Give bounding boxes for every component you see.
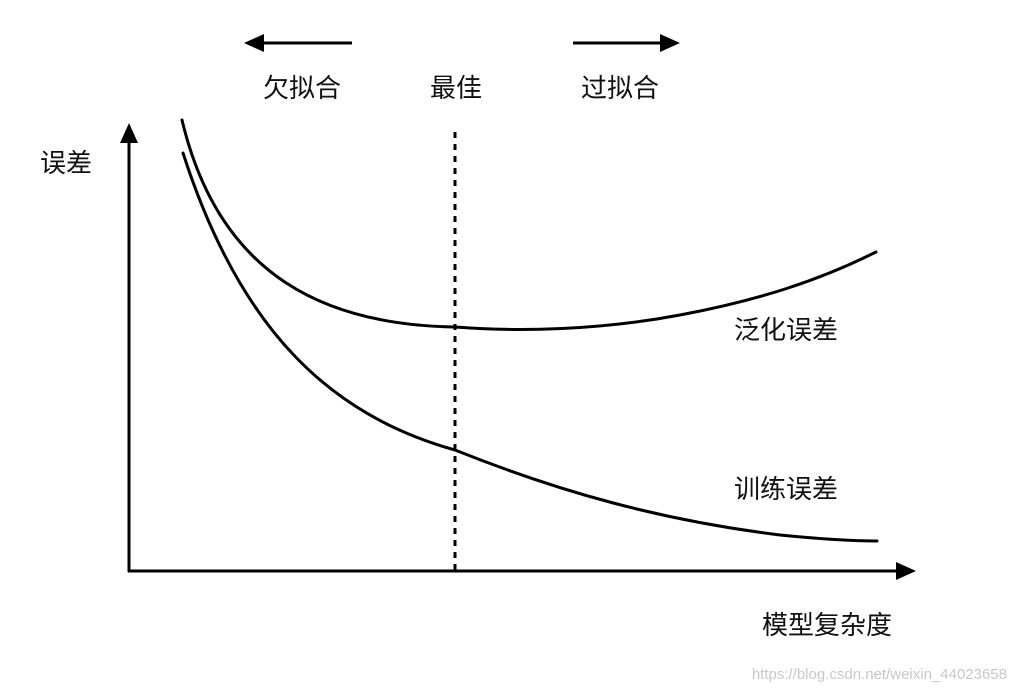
overfit-label: 过拟合 bbox=[581, 74, 659, 104]
y-axis-label: 误差 bbox=[40, 149, 92, 179]
underfit-arrow bbox=[244, 34, 352, 52]
watermark-text: https://blog.csdn.net/weixin_44023658 bbox=[752, 666, 1007, 683]
x-axis bbox=[128, 562, 916, 580]
training-error-label: 训练误差 bbox=[734, 475, 838, 505]
training-error-curve bbox=[181, 151, 879, 543]
y-axis bbox=[120, 123, 138, 572]
generalization-error-label: 泛化误差 bbox=[734, 316, 838, 346]
underfit-label: 欠拟合 bbox=[263, 74, 341, 104]
overfit-arrow bbox=[573, 34, 680, 52]
x-axis-label: 模型复杂度 bbox=[762, 611, 892, 641]
generalization-error-curve bbox=[180, 118, 878, 331]
optimal-label: 最佳 bbox=[430, 74, 482, 104]
